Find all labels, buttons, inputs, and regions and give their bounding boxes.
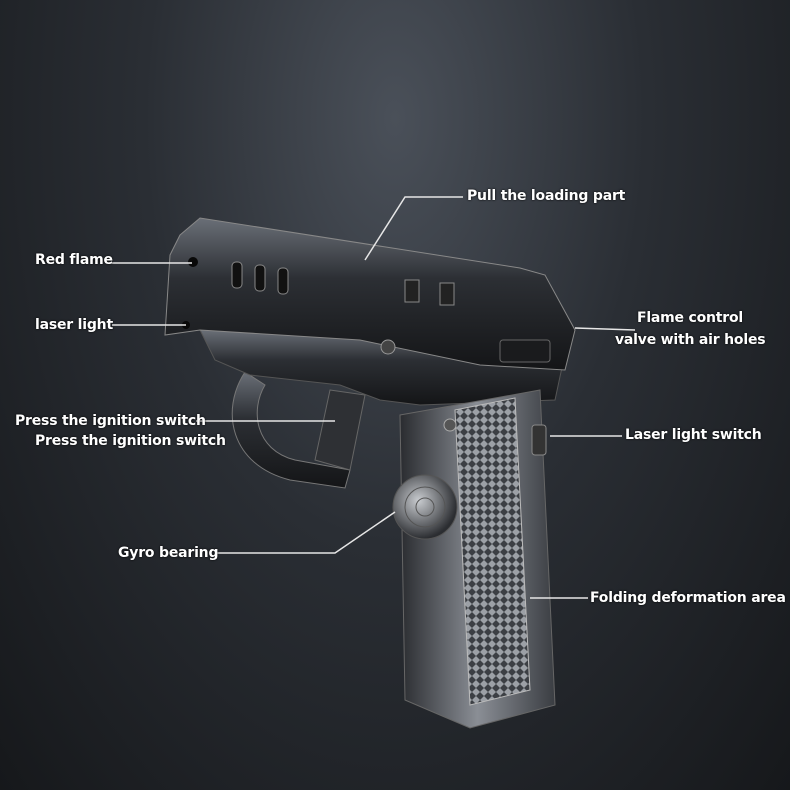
label-folding-area: Folding deformation area xyxy=(590,590,786,606)
gyro-bearing-wheel xyxy=(392,474,458,540)
label-laser-switch: Laser light switch xyxy=(625,427,762,443)
label-flame-control-line2: valve with air holes xyxy=(615,332,766,348)
label-flame-control: Flame control valve with air holes xyxy=(615,310,766,348)
label-ignition-2: Press the ignition switch xyxy=(35,433,226,449)
label-ignition-1: Press the ignition switch xyxy=(15,413,206,429)
leader-lines xyxy=(112,196,636,599)
trigger xyxy=(314,389,366,471)
slide xyxy=(164,217,576,371)
label-gyro-bearing: Gyro bearing xyxy=(118,545,219,561)
label-laser-light: laser light xyxy=(35,317,113,333)
label-red-flame: Red flame xyxy=(35,252,113,268)
label-pull-loading: Pull the loading part xyxy=(467,188,626,204)
trigger-guard xyxy=(231,371,351,489)
label-flame-control-line1: Flame control xyxy=(636,310,744,326)
grip-panel xyxy=(454,397,531,706)
